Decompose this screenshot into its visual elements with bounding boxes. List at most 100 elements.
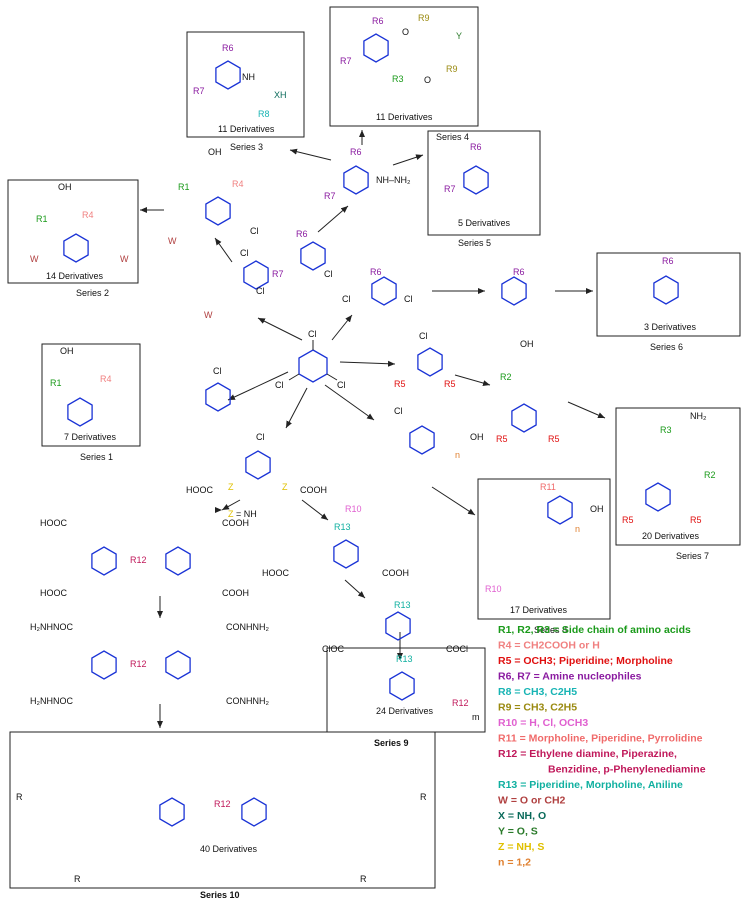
r6-label: R6	[662, 256, 674, 266]
series-4-name: Series 4	[436, 132, 469, 142]
z-eq-label: = NH	[236, 509, 257, 519]
r-label: R	[74, 874, 81, 884]
r3-label: R3	[392, 74, 404, 84]
r7-label: R7	[324, 191, 336, 201]
triazine-ring	[241, 797, 267, 827]
hydrazide-label: H₂NHNOC	[30, 622, 73, 632]
legend-entry: R5 = OCH3; Piperidine; Morpholine	[498, 655, 673, 667]
cl-label: Cl	[250, 226, 259, 236]
z-label: Z	[228, 482, 234, 492]
oh-label: OH	[60, 346, 74, 356]
z-label: Z	[282, 482, 288, 492]
r2-label: R2	[704, 470, 716, 480]
r4-label: R4	[100, 374, 112, 384]
triazine-ring	[205, 196, 231, 226]
arrow-to-series2-pip	[257, 317, 303, 341]
legend-value: = Ethylene diamine, Piperazine,	[520, 748, 677, 760]
series-1-box	[41, 343, 141, 447]
triazine-ring	[463, 165, 489, 195]
legend-value: = O or CH2	[511, 795, 566, 807]
legend-key: R4	[498, 640, 514, 652]
cl-label: Cl	[394, 406, 403, 416]
r12-label: R12	[214, 799, 231, 809]
arrow-to-r13-diacid	[301, 499, 329, 521]
r5-label: R5	[496, 434, 508, 444]
series-2-name: Series 2	[76, 288, 109, 298]
cl-label: Cl	[240, 248, 249, 258]
legend-key: R11	[498, 733, 520, 745]
legend-entry: R8 = CH3, C2H5	[498, 686, 577, 698]
arrow-to-dichloro-hydrazine	[331, 314, 353, 341]
triazine-ring	[645, 482, 671, 512]
legend-entry: R10 = H, Cl, OCH3	[498, 717, 588, 729]
legend-entry: X = NH, O	[498, 810, 546, 822]
w-label: W	[204, 310, 213, 320]
o-label: O	[402, 27, 409, 37]
series-7-derivatives: 20 Derivatives	[642, 531, 700, 541]
reaction-arrows	[140, 130, 606, 728]
cocl-label: COCl	[446, 644, 468, 654]
hydrazone-label: NH	[242, 72, 255, 82]
series-8-box	[477, 478, 611, 620]
series-10-name: Series 10	[200, 890, 240, 900]
series-8-derivatives: 17 Derivatives	[510, 605, 568, 615]
series-1-name: Series 1	[80, 452, 113, 462]
legend-value: = Piperidine, Morpholine, Aniline	[520, 779, 683, 791]
r12-label: R12	[130, 659, 147, 669]
r7-label: R7	[193, 86, 205, 96]
series-9-name: Series 9	[374, 738, 409, 748]
legend-value: Amine nucleophiles	[542, 671, 641, 683]
r3-label: R3	[660, 425, 672, 435]
hooc-label: HOOC	[186, 485, 214, 495]
triazine-ring	[363, 33, 389, 63]
legend-key: X	[498, 810, 508, 822]
cl-label: Cl	[308, 329, 317, 339]
series-7-box	[615, 407, 741, 546]
xh-label: XH	[274, 90, 287, 100]
legend-entry: Z = NH, S	[498, 841, 544, 853]
legend-value: = NH, S	[507, 841, 544, 853]
triazine-ring	[389, 671, 415, 701]
r9-label: R9	[446, 64, 458, 74]
triazine-ring	[501, 276, 527, 306]
r9-label: R9	[418, 13, 430, 23]
arrow-to-r5-triazine	[339, 360, 396, 367]
legend-value: Benzidine, p-Phenylenediamine	[548, 764, 706, 776]
legend-value: = OCH3; Piperidine; Morpholine	[514, 655, 673, 667]
cl-label: Cl	[342, 294, 351, 304]
arrow-to-series5	[392, 154, 424, 166]
n-label: n	[455, 450, 460, 460]
legend-entry: R4 = CH2COOH or H	[498, 640, 600, 652]
molecule-labels: R6 R7 Cl R6 R7 NH–NH₂ R6 R7 NH XH R8 R6 …	[16, 13, 716, 884]
cl-label: Cl	[256, 432, 265, 442]
cooh-label: COOH	[222, 518, 249, 528]
legend-entry: n = 1,2	[498, 857, 531, 869]
series-3-name: Series 3	[230, 142, 263, 152]
r6-label: R6	[222, 43, 234, 53]
r6-label: R6	[296, 229, 308, 239]
series-5-name: Series 5	[458, 238, 491, 248]
series-6-box	[596, 252, 741, 337]
cl-label: Cl	[275, 380, 284, 390]
r13-label: R13	[334, 522, 351, 532]
legend-key: R10	[498, 717, 520, 729]
series-2-derivatives: 14 Derivatives	[46, 271, 104, 281]
legend-entry: Y = O, S	[498, 826, 538, 838]
r5-label: R5	[622, 515, 634, 525]
cloc-label: ClOC	[322, 644, 344, 654]
bond	[288, 373, 300, 381]
legend-entry: R12 = Ethylene diamine, Piperazine,	[498, 748, 677, 760]
r12-label: R12	[130, 555, 147, 565]
cooh-label: COOH	[300, 485, 327, 495]
r6-label: R6	[370, 267, 382, 277]
r-label: R	[420, 792, 427, 802]
r11-label: R11	[540, 482, 556, 492]
triazine-ring	[343, 165, 369, 195]
legend-key: R9	[498, 702, 514, 714]
w-label: W	[168, 236, 177, 246]
legend-key: R1, R2, R3 =	[498, 624, 562, 636]
r12-label: R12	[452, 698, 469, 708]
triazine-ring	[63, 233, 89, 263]
m-label: m	[472, 712, 480, 722]
legend-entry: R1, R2, R3 = Side chain of amino acids	[498, 624, 691, 636]
